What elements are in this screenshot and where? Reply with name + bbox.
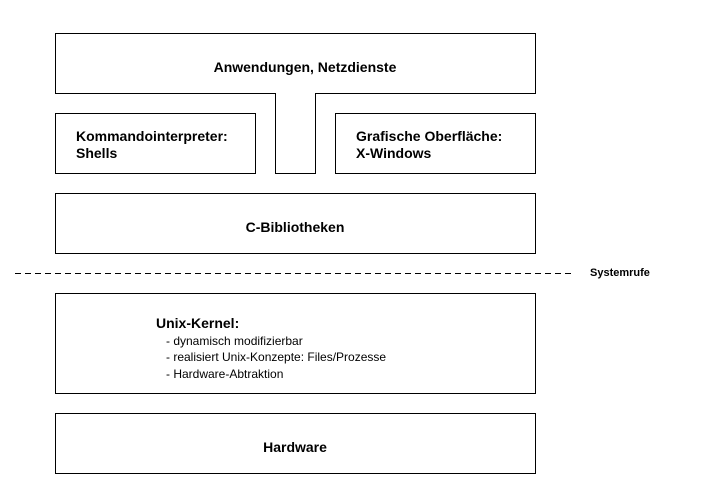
applications-label: Anwendungen, Netzdienste [213,59,397,75]
hardware-box [55,413,536,474]
gui-label-line1: Grafische Oberfläche: [356,128,503,144]
c-libraries-label: C-Bibliotheken [245,219,345,235]
kernel-item: - Hardware-Abtraktion [166,367,284,381]
c-libraries-box [55,193,536,254]
syscalls-label: Systemrufe [590,267,650,279]
gui-layer-box [335,113,536,174]
hardware-label: Hardware [263,439,327,455]
applications-layer-box [55,33,536,174]
shell-label-line1: Kommandointerpreter: [76,128,228,144]
gui-label-line2: X-Windows [356,145,432,161]
kernel-box [55,293,536,394]
shell-layer-box [55,113,256,174]
kernel-item: - realisiert Unix-Konzepte: Files/Prozes… [166,350,387,364]
kernel-title: Unix-Kernel: [156,315,240,331]
shell-label-line2: Shells [76,145,118,161]
kernel-item: - dynamisch modifizierbar [166,334,303,348]
